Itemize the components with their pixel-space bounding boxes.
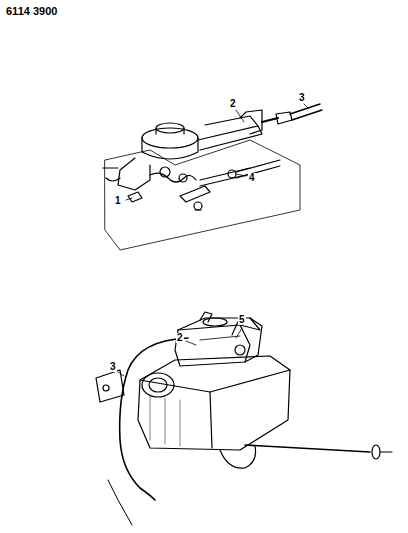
callout-number: 2: [176, 333, 184, 343]
callout-number: 2: [229, 99, 237, 109]
callout-number: 5: [238, 315, 246, 325]
figure-number: 6114 3900: [5, 6, 58, 17]
throttle-body-lower: [175, 312, 262, 366]
callout-number: 3: [109, 362, 117, 372]
throttle-body-upper: [103, 110, 300, 250]
fender-edge: [108, 480, 132, 525]
callout-number: 3: [298, 93, 306, 103]
leader-lines-lower: [118, 328, 242, 376]
throttle-cable-lower: [120, 338, 392, 500]
callout-number: 1: [114, 196, 122, 206]
leader-lines-upper: [126, 104, 308, 200]
throttle-cable-upper: [262, 104, 322, 124]
air-cleaner-lower: [96, 356, 290, 468]
callout-number: 4: [248, 173, 256, 183]
